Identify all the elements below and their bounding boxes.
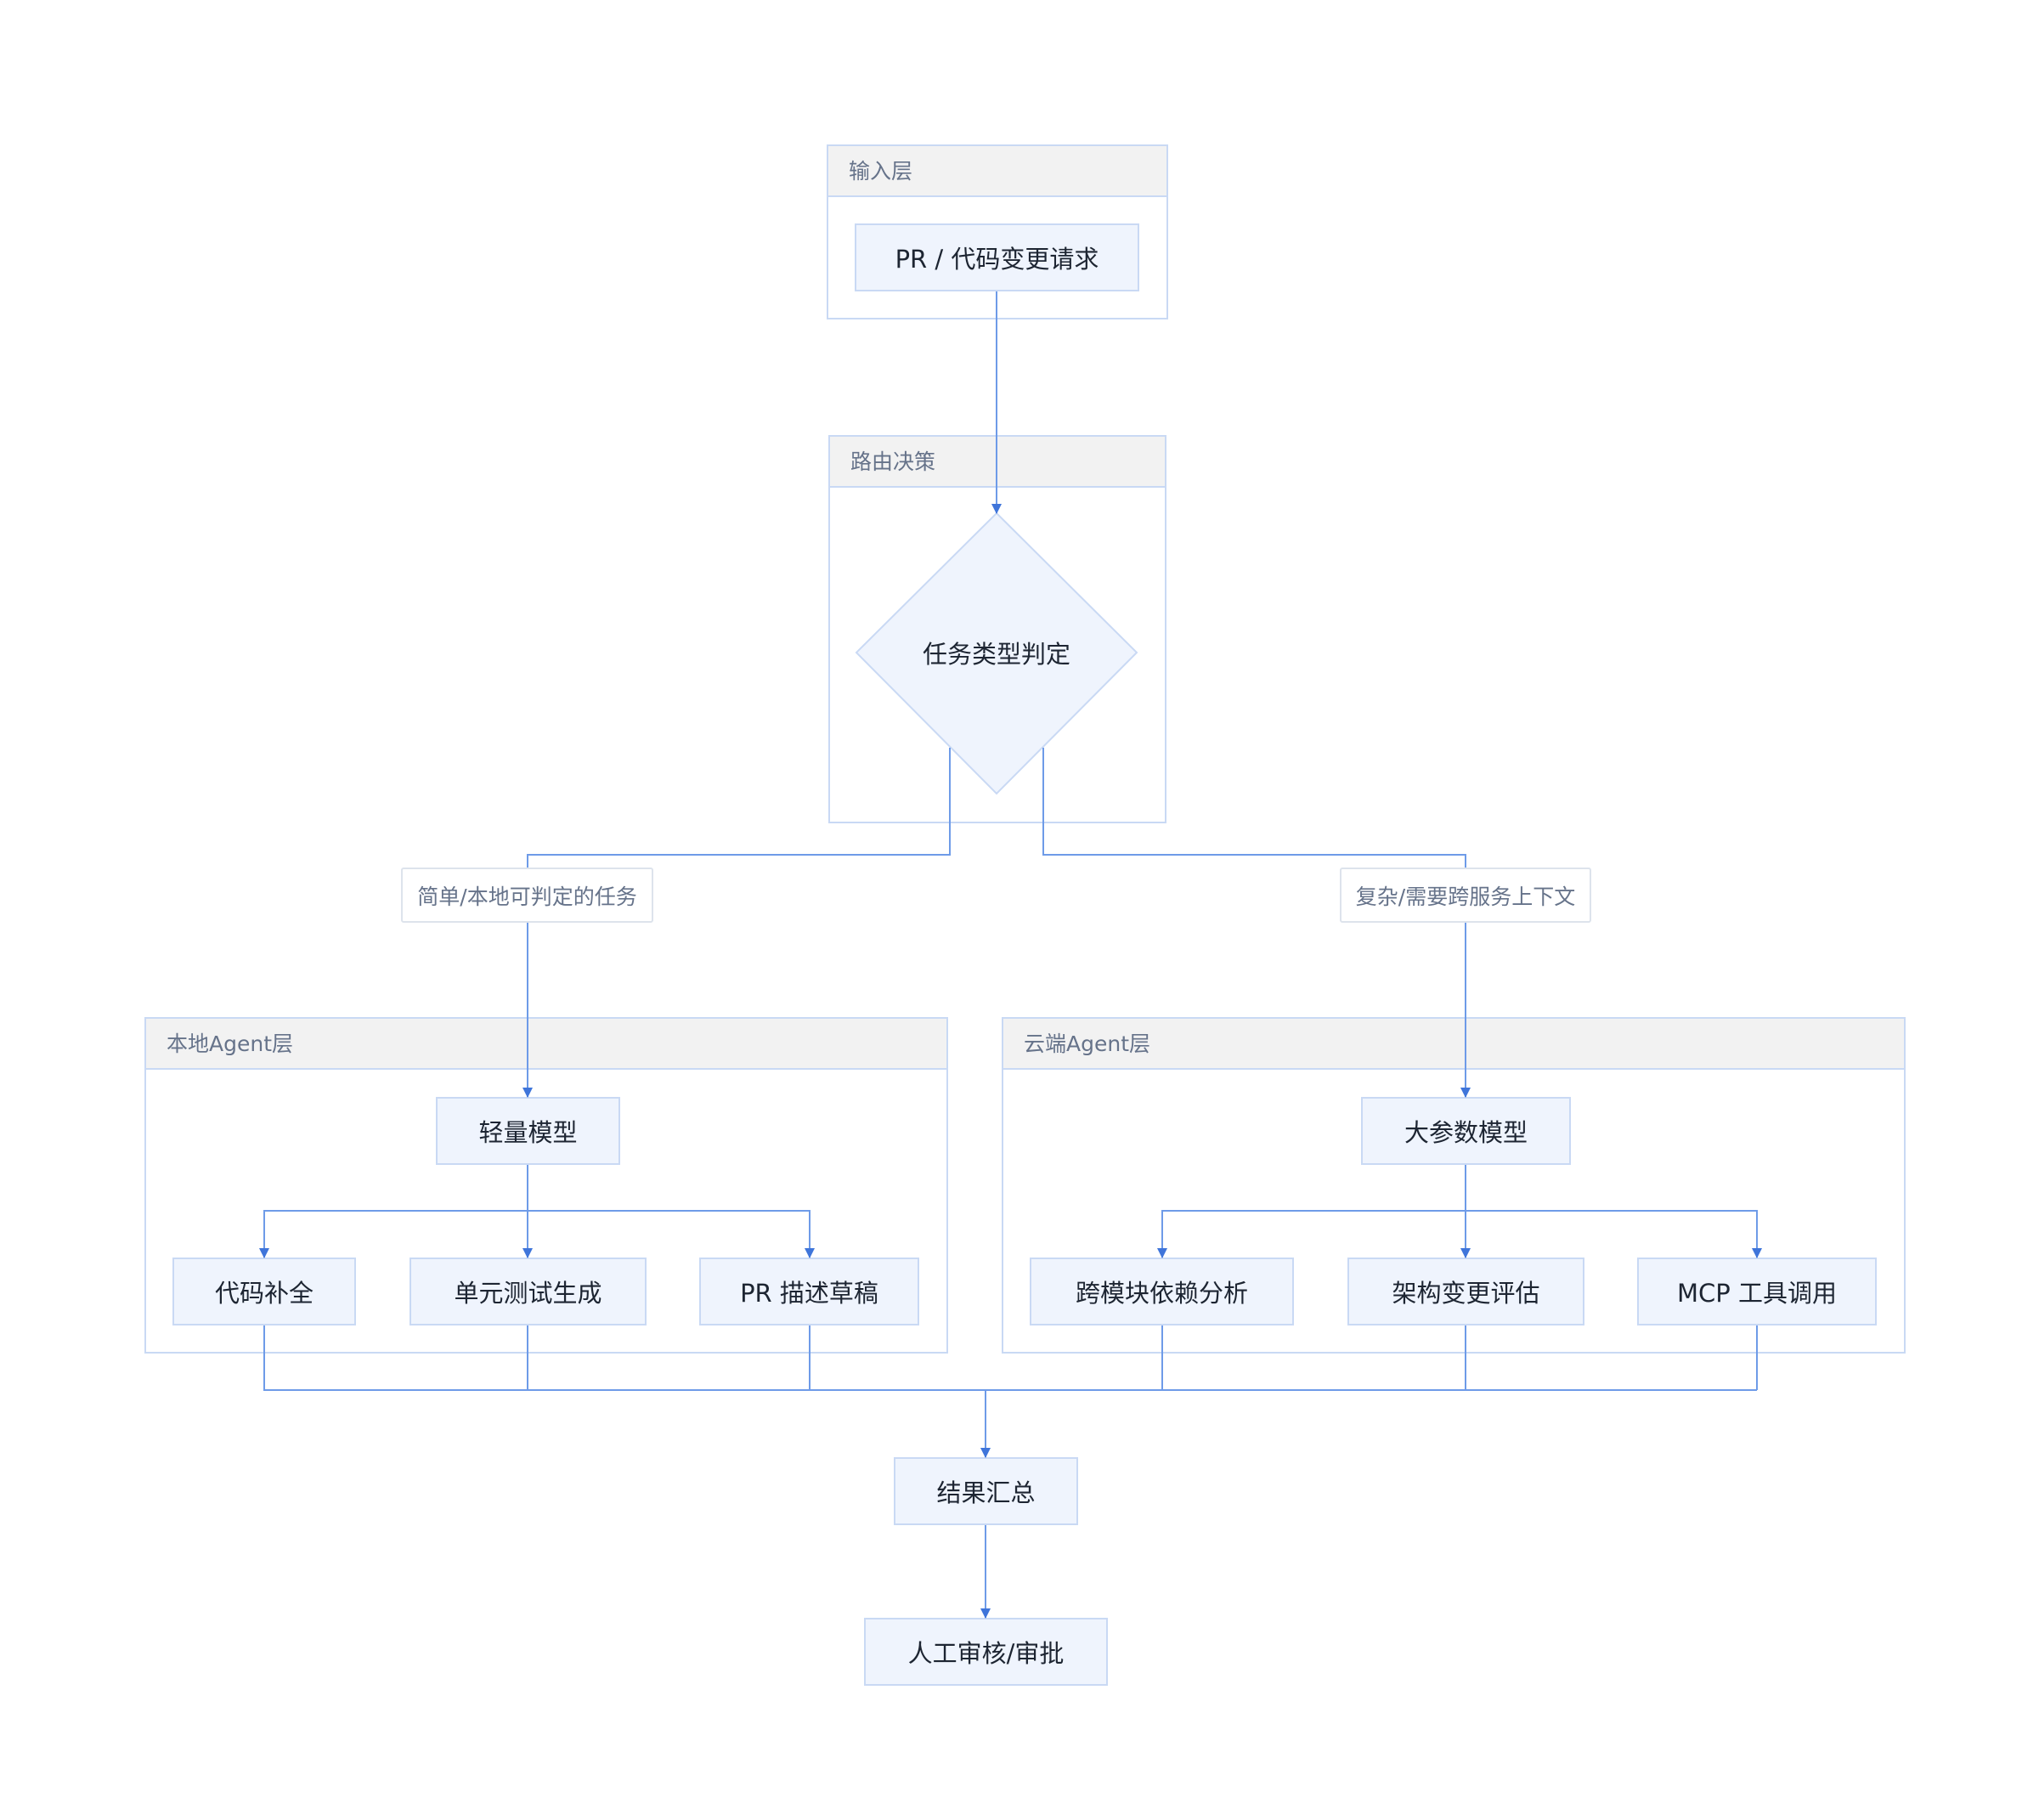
task-type-decision-label: 任务类型判定 [922,640,1070,669]
pr-draft-label: PR 描述草稿 [740,1279,878,1308]
cloud-agent-title: 云端Agent层 [1024,1032,1150,1056]
code-completion-node: 代码补全 [172,1258,356,1325]
arch-change-label: 架构变更评估 [1392,1279,1540,1308]
pr-request-node: PR / 代码变更请求 [855,223,1139,291]
input-layer-cluster: 输入层 [827,144,1168,319]
edge-label-complex-text: 复杂/需要跨服务上下文 [1355,884,1576,909]
mcp-tool-node: MCP 工具调用 [1637,1258,1877,1325]
edge-label-complex: 复杂/需要跨服务上下文 [1340,868,1591,923]
large-model-node: 大参数模型 [1361,1097,1571,1165]
edge-label-simple: 简单/本地可判定的任务 [401,868,653,923]
cross-module-node: 跨模块依赖分析 [1030,1258,1294,1325]
local-agent-title: 本地Agent层 [167,1032,293,1056]
edge-label-simple-text: 简单/本地可判定的任务 [417,884,637,909]
light-model-label: 轻量模型 [478,1118,578,1147]
pr-draft-node: PR 描述草稿 [699,1258,919,1325]
routing-decision-header: 路由决策 [830,437,1165,488]
cross-module-label: 跨模块依赖分析 [1075,1279,1248,1308]
human-review-label: 人工审核/审批 [907,1639,1065,1668]
code-completion-label: 代码补全 [214,1279,313,1308]
routing-decision-cluster: 路由决策 [828,435,1166,823]
routing-decision-title: 路由决策 [850,449,936,474]
aggregate-label: 结果汇总 [936,1478,1036,1507]
unit-test-node: 单元测试生成 [409,1258,647,1325]
arch-change-node: 架构变更评估 [1347,1258,1584,1325]
mcp-tool-label: MCP 工具调用 [1677,1279,1837,1308]
cloud-agent-header: 云端Agent层 [1003,1019,1904,1070]
local-agent-header: 本地Agent层 [146,1019,946,1070]
input-layer-header: 输入层 [828,146,1166,197]
large-model-label: 大参数模型 [1404,1118,1528,1147]
light-model-node: 轻量模型 [436,1097,620,1165]
human-review-node: 人工审核/审批 [864,1618,1108,1686]
pr-request-label: PR / 代码变更请求 [895,245,1099,274]
task-type-decision-label-box: 任务类型判定 [861,627,1132,678]
unit-test-label: 单元测试生成 [454,1279,602,1308]
aggregate-node: 结果汇总 [894,1457,1078,1525]
input-layer-title: 输入层 [849,159,913,184]
